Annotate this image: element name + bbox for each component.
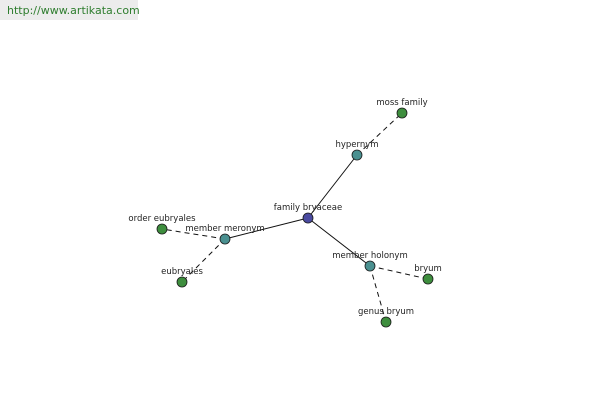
node-label-bryum: bryum <box>414 264 442 274</box>
edge-member-meronym-to-eubryales <box>181 238 226 283</box>
node-dot-genus-bryum[interactable] <box>380 316 392 328</box>
node-dot-hypernym[interactable] <box>351 149 363 161</box>
node-dot-member-meronym[interactable] <box>219 233 231 245</box>
node-dot-moss-family[interactable] <box>396 107 408 119</box>
edge-family-bryaceae-to-member-meronym <box>224 217 309 240</box>
edge-member-meronym-to-order-eubryales <box>161 228 226 240</box>
node-genus-bryum[interactable]: genus bryum <box>358 307 414 328</box>
node-label-family-bryaceae: family bryaceae <box>274 203 342 213</box>
node-label-eubryales: eubryales <box>161 267 203 277</box>
node-label-member-holonym: member holonym <box>332 251 407 261</box>
node-hypernym[interactable]: hypernym <box>335 140 379 161</box>
edge-member-holonym-to-genus-bryum <box>369 265 387 323</box>
edge-hypernym-to-moss-family <box>356 112 403 156</box>
url-link[interactable]: http://www.artikata.com <box>7 4 140 17</box>
nodes-layer: family bryaceae hypernym moss family member… <box>128 98 442 328</box>
edge-family-bryaceae-to-hypernym <box>307 154 358 219</box>
edge-family-bryaceae-to-member-holonym <box>307 217 371 267</box>
node-moss-family[interactable]: moss family <box>376 98 428 119</box>
url-banner[interactable]: http://www.artikata.com <box>0 0 140 20</box>
node-dot-eubryales[interactable] <box>176 276 188 288</box>
node-eubryales[interactable]: eubryales <box>161 267 203 288</box>
node-label-genus-bryum: genus bryum <box>358 307 414 317</box>
node-bryum[interactable]: bryum <box>414 264 442 285</box>
node-label-order-eubryales: order eubryales <box>128 214 196 224</box>
node-label-member-meronym: member meronym <box>185 224 264 234</box>
node-dot-member-holonym[interactable] <box>364 260 376 272</box>
node-order-eubryales[interactable]: order eubryales <box>128 214 196 235</box>
node-member-meronym[interactable]: member meronym <box>185 224 265 245</box>
node-label-moss-family: moss family <box>376 98 427 108</box>
node-member-holonym[interactable]: member holonym <box>332 251 408 272</box>
node-dot-family-bryaceae[interactable] <box>302 212 314 224</box>
node-family-bryaceae[interactable]: family bryaceae <box>274 203 342 224</box>
node-dot-order-eubryales[interactable] <box>156 223 168 235</box>
edges-layer <box>161 112 429 323</box>
edge-member-holonym-to-bryum <box>369 265 429 280</box>
node-label-hypernym: hypernym <box>335 140 378 150</box>
node-dot-bryum[interactable] <box>422 273 434 285</box>
